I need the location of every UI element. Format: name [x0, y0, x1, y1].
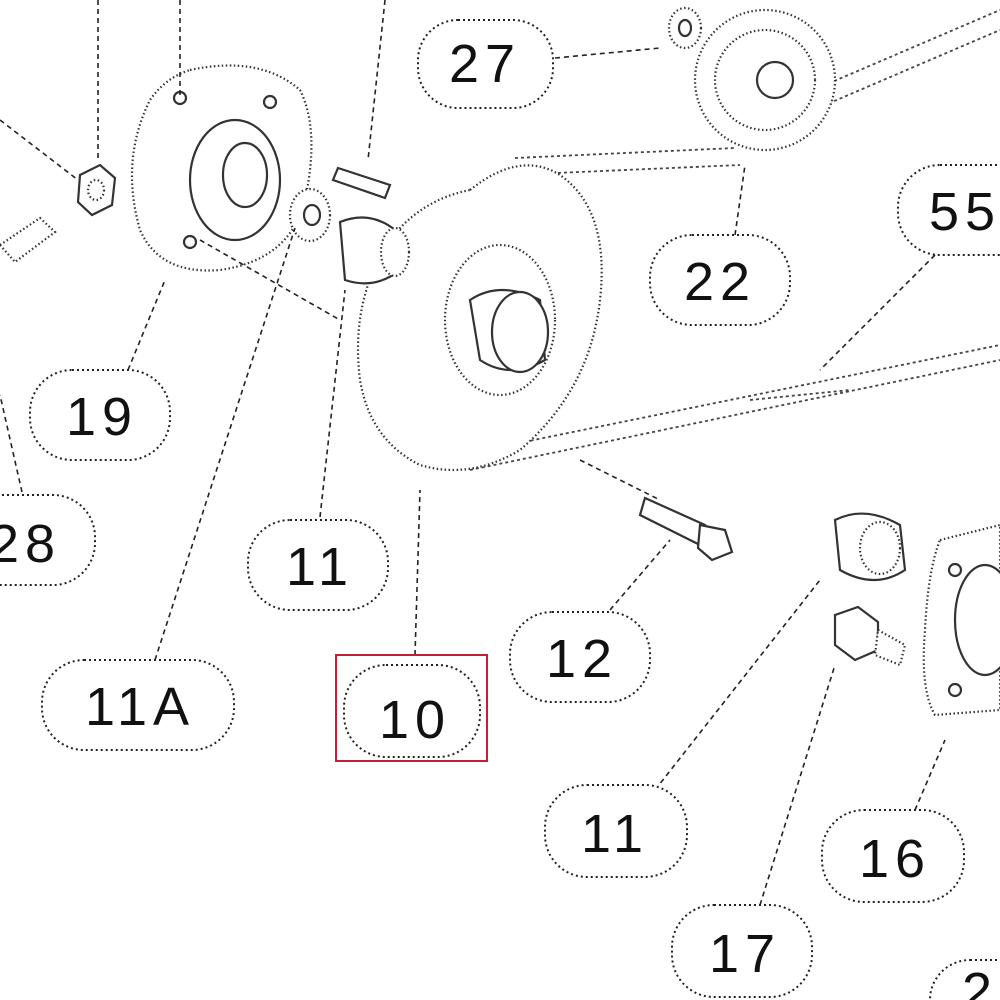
highlight-box	[335, 654, 488, 762]
washer-11a	[288, 187, 332, 243]
small-sprocket	[693, 8, 837, 152]
hex-nut	[76, 163, 117, 217]
callout-17: 17	[671, 904, 813, 998]
callout-2: 2	[929, 959, 1000, 1000]
callout-11-lower-label: 11	[581, 804, 649, 864]
callout-11-upper: 11	[247, 519, 389, 611]
washer-27	[667, 6, 703, 50]
callout-12: 12	[509, 611, 651, 703]
callout-16: 16	[821, 809, 965, 903]
callout-22-label: 22	[684, 252, 756, 312]
flange-16	[922, 523, 1000, 717]
callout-19: 19	[29, 369, 171, 461]
callout-55-label: 55	[929, 182, 1000, 242]
leader-lines	[0, 0, 946, 906]
bushing-lower	[833, 512, 907, 581]
callout-11A-label: 11A	[85, 677, 195, 737]
callout-16-label: 16	[859, 829, 931, 889]
flange-bearing	[130, 64, 313, 272]
callout-19-label: 19	[66, 387, 138, 447]
bolt-12	[638, 496, 734, 562]
bushing-upper	[338, 216, 411, 285]
callout-12-label: 12	[546, 629, 618, 689]
callout-11-upper-label: 11	[286, 537, 354, 597]
left-bolt	[0, 216, 57, 264]
key-pin	[331, 166, 392, 200]
callout-11-lower: 11	[544, 784, 688, 878]
callout-28: 28	[0, 494, 96, 586]
large-sprocket	[356, 164, 603, 472]
callout-22: 22	[649, 234, 791, 326]
callout-2-label: 2	[962, 962, 998, 1000]
callout-55: 55	[897, 164, 1000, 256]
callout-28-label: 28	[0, 514, 61, 574]
callout-17-label: 17	[709, 924, 781, 984]
nut-17	[833, 605, 907, 667]
callout-10: 10	[335, 654, 488, 762]
callout-27-label: 27	[449, 34, 521, 94]
callout-27: 27	[417, 19, 554, 109]
callout-10-label: 10	[379, 690, 451, 750]
callout-11A: 11A	[41, 659, 235, 751]
